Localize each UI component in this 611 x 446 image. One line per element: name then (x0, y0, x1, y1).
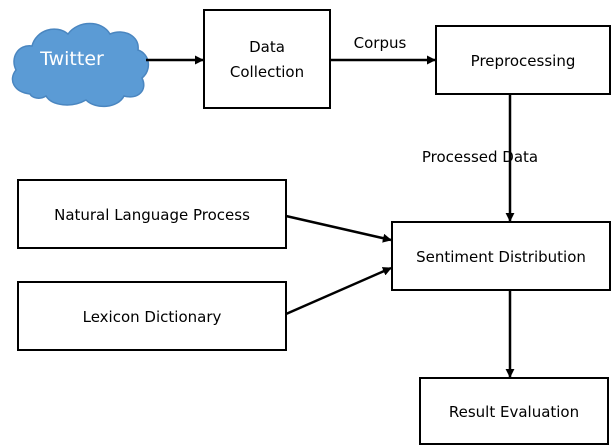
lexicon-box (17, 281, 287, 351)
sentiment-label: Sentiment Distribution (416, 248, 586, 266)
preprocessing-node: Preprocessing (435, 25, 611, 95)
nlp-label: Natural Language Process (54, 206, 250, 224)
data-collection-label-line1: Data (249, 38, 285, 56)
arrow-lexicon-to-sentiment (285, 266, 392, 316)
preprocessing-label: Preprocessing (471, 52, 576, 70)
data-collection-box (203, 9, 331, 109)
corpus-edge-label: Corpus (354, 34, 407, 52)
result-label: Result Evaluation (449, 403, 579, 421)
arrow-nlp-to-sentiment (285, 214, 392, 243)
data-collection-node: Data Collection (203, 9, 331, 109)
lexicon-node: Lexicon Dictionary (17, 281, 287, 351)
nlp-node: Natural Language Process (17, 179, 287, 249)
data-collection-label-line2: Collection (230, 63, 304, 81)
twitter-cloud-node: Twitter (11, 22, 150, 108)
cloud-icon (11, 22, 150, 108)
processed-data-edge-label: Processed Data (422, 148, 538, 166)
result-node: Result Evaluation (419, 377, 609, 445)
lexicon-label: Lexicon Dictionary (83, 308, 222, 326)
sentiment-box (391, 221, 611, 291)
result-box (419, 377, 609, 445)
preprocessing-box (435, 25, 611, 95)
nlp-box (17, 179, 287, 249)
twitter-label: Twitter (39, 48, 104, 70)
sentiment-node: Sentiment Distribution (391, 221, 611, 291)
